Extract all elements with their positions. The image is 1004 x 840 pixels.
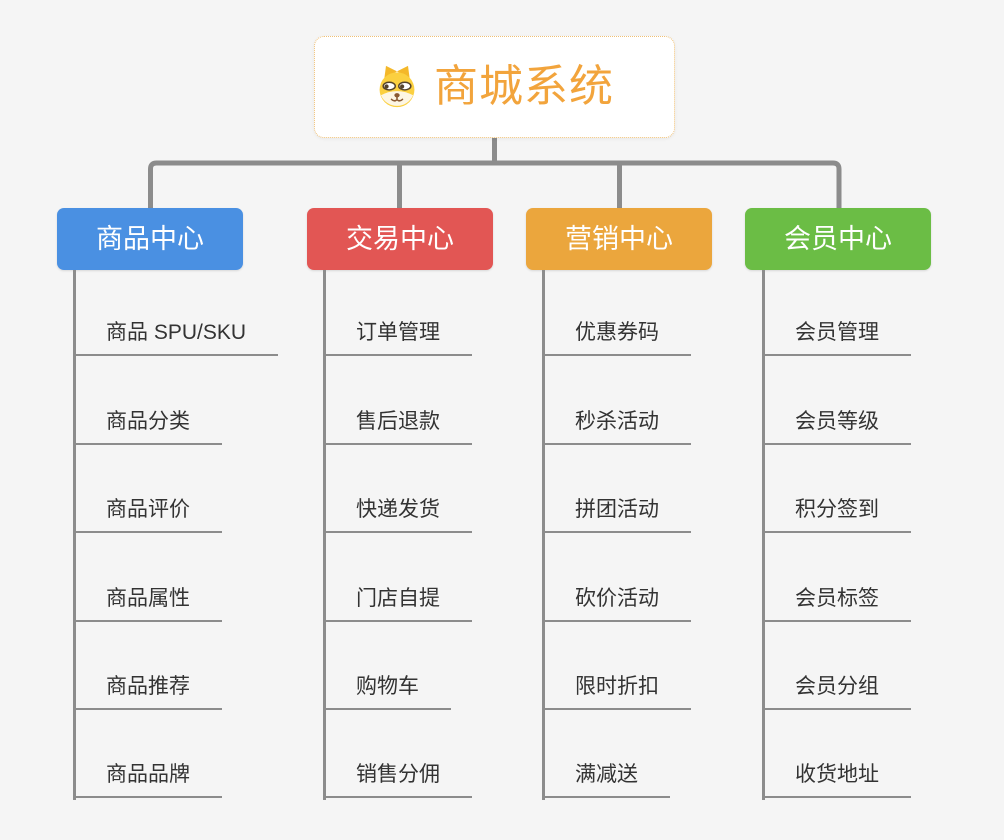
branch-topic[interactable]: 会员中心 [745, 208, 931, 270]
branch-connector-line [542, 270, 545, 800]
subtopic-item[interactable]: 砍价活动 [542, 582, 691, 622]
subtopic-item[interactable]: 限时折扣 [542, 670, 691, 710]
subtopic-item[interactable]: 订单管理 [323, 316, 472, 356]
branch-topic[interactable]: 交易中心 [307, 208, 493, 270]
branch-connector-line [762, 270, 765, 800]
branch-connector-line [323, 270, 326, 800]
subtopic-item[interactable]: 拼团活动 [542, 493, 691, 533]
subtopic-item[interactable]: 积分签到 [762, 493, 911, 533]
root-topic-title: 商城系统 [434, 62, 614, 111]
branch-topic[interactable]: 营销中心 [526, 208, 712, 270]
subtopic-item[interactable]: 会员标签 [762, 582, 911, 622]
subtopic-item[interactable]: 商品评价 [73, 493, 222, 533]
subtopic-item[interactable]: 购物车 [323, 670, 451, 710]
subtopic-item[interactable]: 收货地址 [762, 758, 911, 798]
subtopic-item[interactable]: 商品属性 [73, 582, 222, 622]
subtopic-item[interactable]: 销售分佣 [323, 758, 472, 798]
subtopic-item[interactable]: 优惠券码 [542, 316, 691, 356]
subtopic-item[interactable]: 快递发货 [323, 493, 472, 533]
subtopic-item[interactable]: 会员管理 [762, 316, 911, 356]
subtopic-item[interactable]: 满减送 [542, 758, 670, 798]
subtopic-item[interactable]: 秒杀活动 [542, 405, 691, 445]
subtopic-item[interactable]: 售后退款 [323, 405, 472, 445]
subtopic-item[interactable]: 门店自提 [323, 582, 472, 622]
branch-connector-line [73, 270, 76, 800]
subtopic-item[interactable]: 会员等级 [762, 405, 911, 445]
subtopic-item[interactable]: 商品推荐 [73, 670, 222, 710]
dog-face-icon [375, 63, 419, 111]
root-topic[interactable]: 商城系统 [314, 36, 675, 138]
branch-topic[interactable]: 商品中心 [57, 208, 243, 270]
subtopic-item[interactable]: 商品分类 [73, 405, 222, 445]
subtopic-item[interactable]: 商品品牌 [73, 758, 222, 798]
subtopic-item[interactable]: 会员分组 [762, 670, 911, 710]
subtopic-item[interactable]: 商品 SPU/SKU [73, 316, 279, 356]
